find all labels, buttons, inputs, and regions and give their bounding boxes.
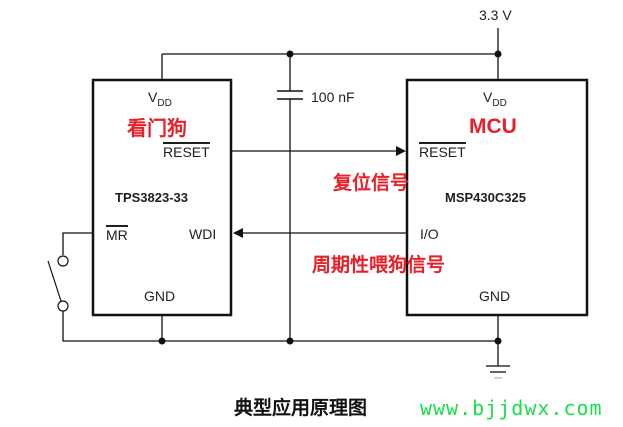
wd-mr-pin-label: MR: [106, 225, 128, 243]
wd-reset-pin-label: RESET: [163, 142, 210, 160]
watermark: www.bjjdwx.com: [420, 396, 603, 420]
wd-part-number: TPS3823-33: [115, 190, 188, 205]
wd-vdd-text: V: [148, 89, 158, 105]
wd-wdi-pin-label: WDI: [189, 226, 217, 242]
mcu-vdd-text: V: [483, 89, 493, 105]
reset-arrow: [396, 146, 406, 156]
switch-lever: [47, 260, 62, 302]
junction-dot: [286, 337, 294, 345]
feed-signal-annotation: 周期性喂狗信号: [312, 254, 446, 276]
ground-icon: [486, 365, 510, 379]
junction-dot: [494, 50, 502, 58]
junction-dot: [158, 337, 166, 345]
mcu-annotation: MCU: [469, 115, 517, 138]
switch-ground-wire: [62, 311, 498, 342]
mcu-io-pin-label: I/O: [420, 226, 439, 242]
mcu-reset-pin-label: RESET: [419, 142, 466, 160]
capacitor-value-label: 100 nF: [311, 89, 355, 105]
reset-signal-annotation: 复位信号: [333, 172, 410, 194]
watchdog-annotation: 看门狗: [127, 116, 187, 140]
wdi-arrow: [233, 228, 243, 238]
mcu-chip-box: [405, 78, 589, 317]
wd-vdd-label: VDD: [148, 89, 172, 109]
mcu-vdd-subscript: DD: [492, 98, 507, 109]
mcu-vdd-label: VDD: [483, 89, 507, 109]
junction-dot: [494, 337, 502, 345]
diagram-caption: 典型应用原理图: [234, 397, 368, 419]
switch-contact-bottom: [57, 300, 69, 312]
mr-wire: [62, 232, 93, 255]
wd-gnd-pin-label: GND: [144, 288, 176, 304]
wd-vdd-subscript: DD: [157, 98, 172, 109]
mcu-part-number: MSP430C325: [445, 190, 526, 205]
supply-voltage-label: 3.3 V: [479, 7, 512, 23]
mcu-gnd-pin-label: GND: [479, 288, 511, 304]
switch-contact-top: [57, 255, 69, 267]
